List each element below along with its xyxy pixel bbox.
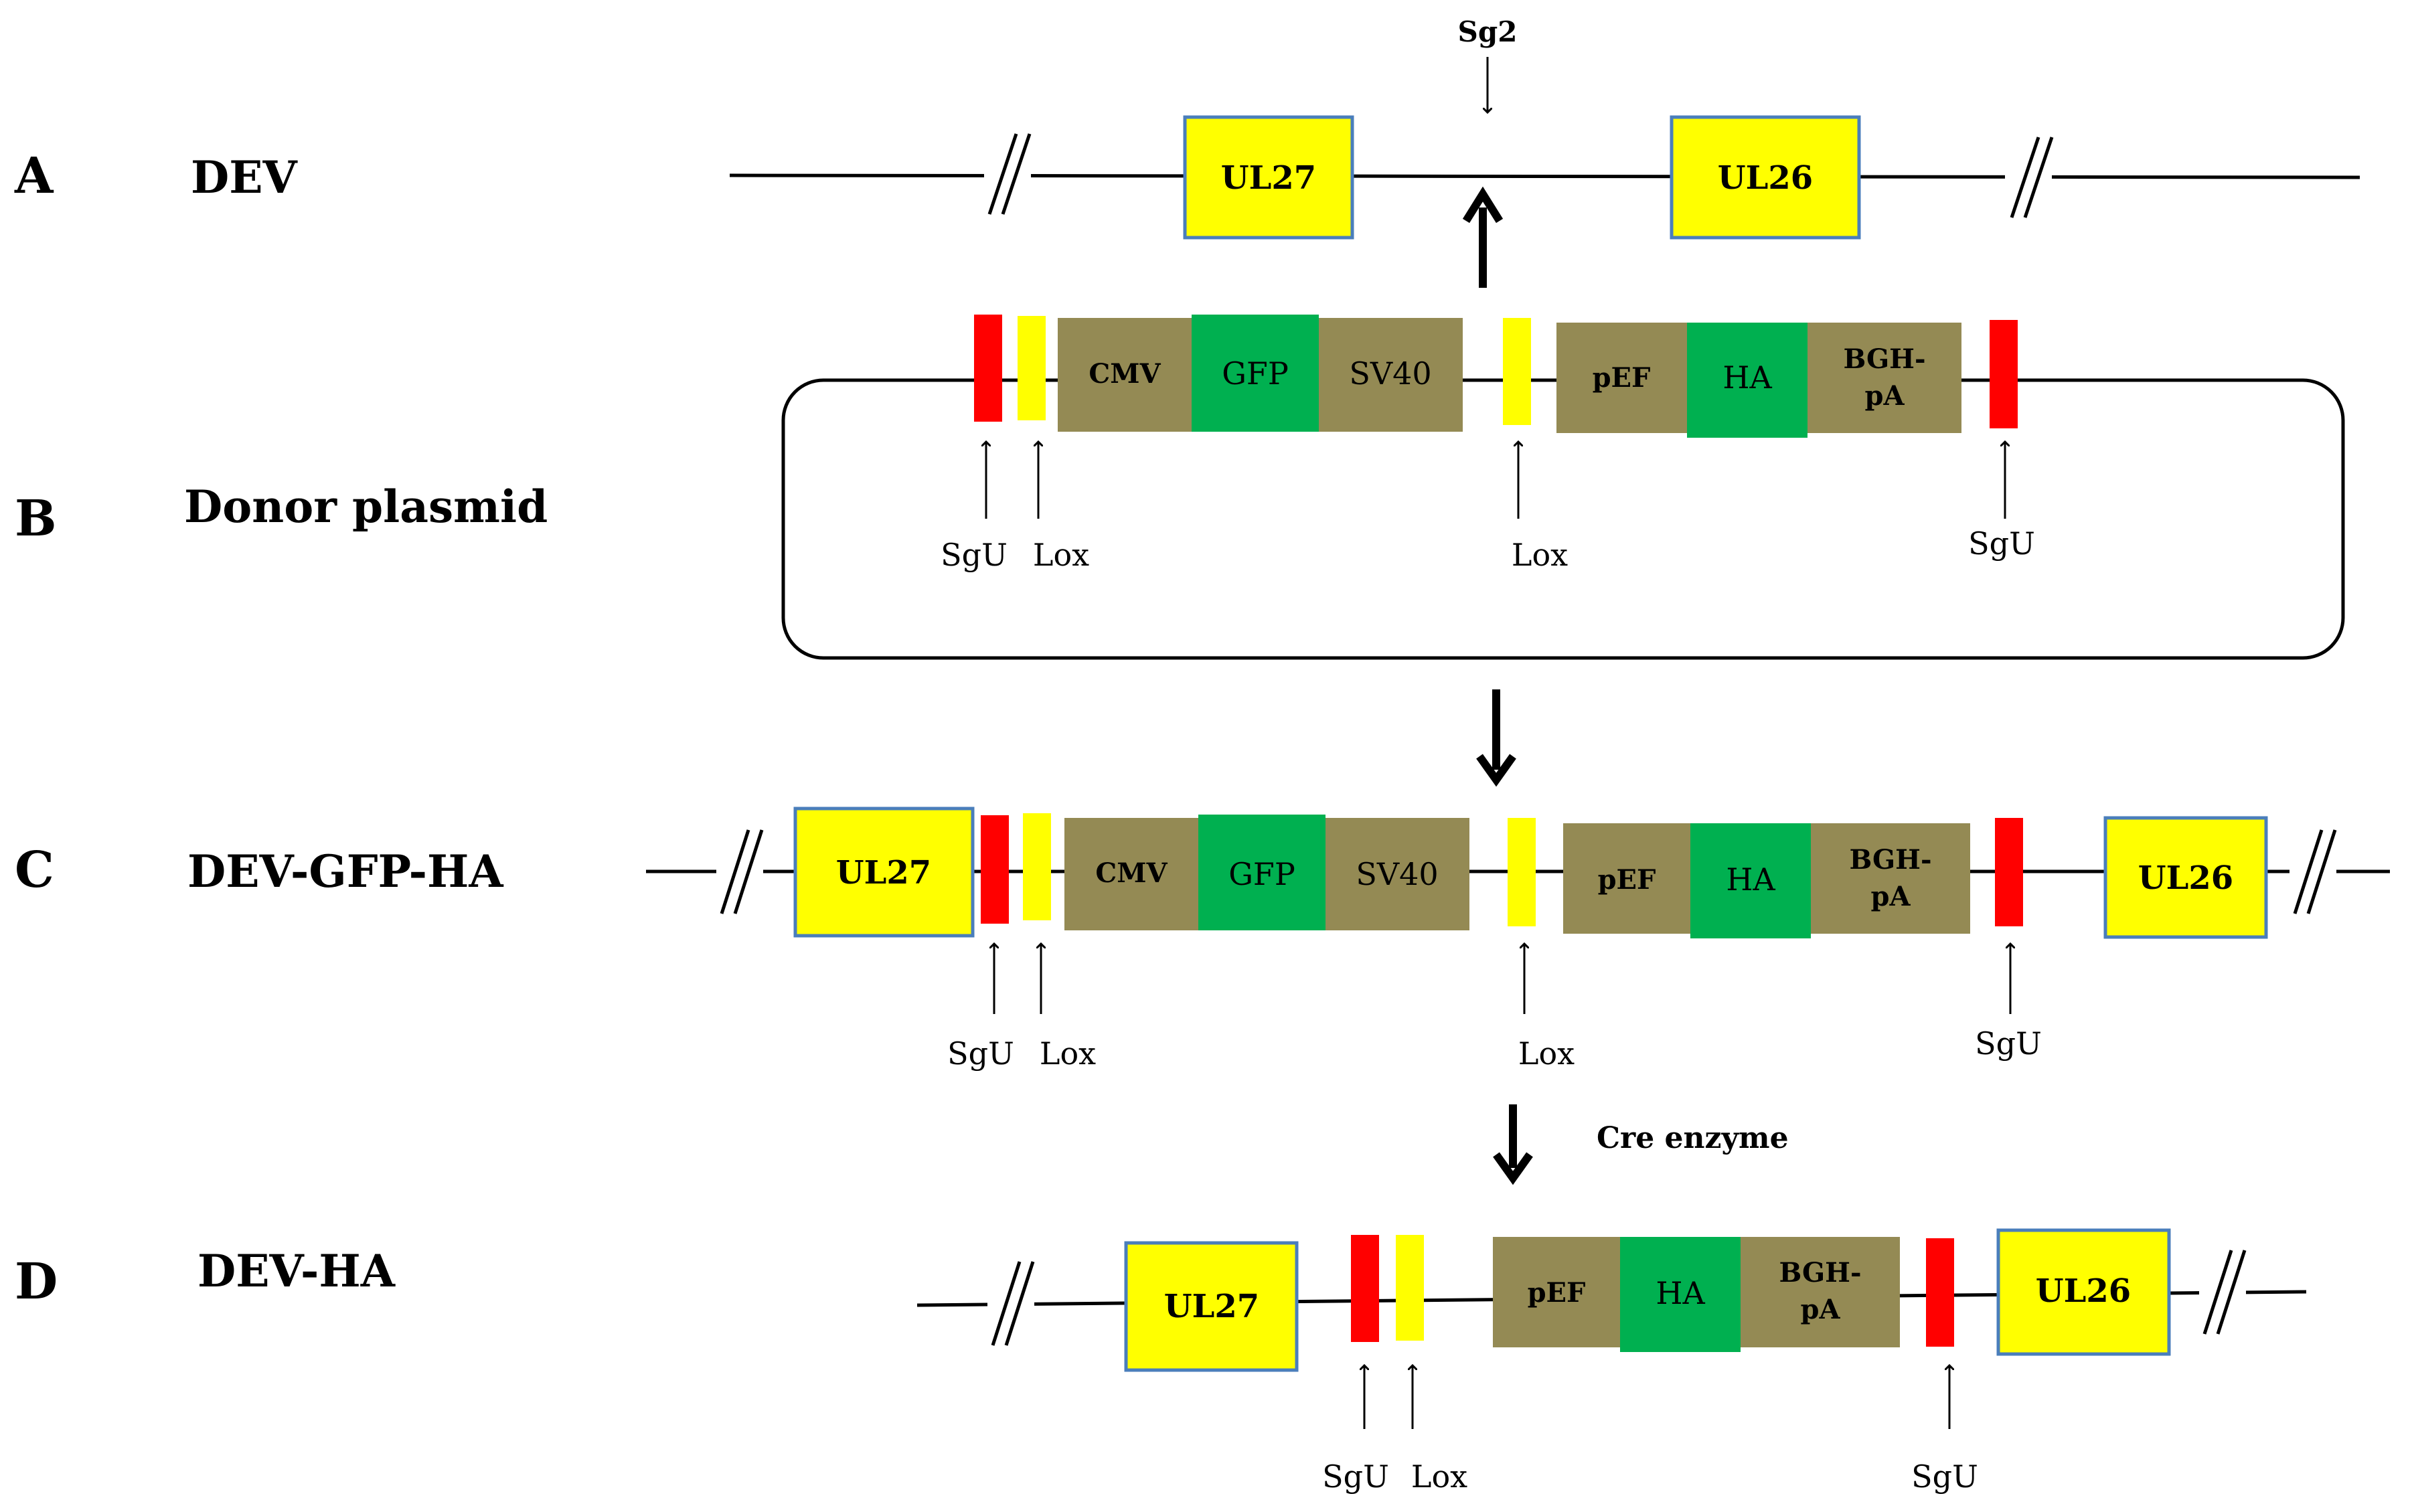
panel-d-ha-label: HA <box>1656 1275 1705 1311</box>
panel-b-letter: B <box>15 490 57 548</box>
panel-b-sgu-site-right <box>1990 320 2018 428</box>
insertion-up-arrow-icon <box>1462 186 1504 288</box>
panel-a-break-mark-left <box>987 133 1032 215</box>
panel-b-cmv-element: CMV <box>1058 318 1192 432</box>
down-arrow-b-to-c-head-icon <box>1476 754 1516 787</box>
panel-d-ul26-label: UL26 <box>2036 1272 2131 1310</box>
panel-a-ul27-label: UL27 <box>1221 159 1316 197</box>
panel-c-gfp-element: GFP <box>1198 815 1326 930</box>
sg2-label: Sg2 <box>1458 15 1518 48</box>
panel-d-name: DEV-HA <box>197 1245 396 1297</box>
panel-b-gfp-element: GFP <box>1192 315 1319 432</box>
panel-b-lox-site-middle <box>1503 318 1531 425</box>
panel-c-ha-label: HA <box>1726 861 1775 898</box>
panel-d-bgh-label-line2: pA <box>1800 1294 1840 1325</box>
panel-b-pef-label: pEF <box>1593 362 1651 394</box>
panel-d-ul26-box: UL26 <box>1996 1228 2171 1356</box>
panel-b-bgh-label-line1: BGH- <box>1843 343 1925 375</box>
panel-d-bgh-pa-element: BGH- pA <box>1741 1237 1900 1347</box>
panel-c-lox-label-middle: Lox <box>1518 1035 1575 1072</box>
panel-c-break-mark-left <box>720 829 764 914</box>
panel-c-pef-label: pEF <box>1598 864 1656 896</box>
panel-d-pef-label: pEF <box>1528 1277 1586 1309</box>
panel-b-lox-site-left <box>1018 316 1046 420</box>
panel-b-gfp-label: GFP <box>1222 355 1289 392</box>
panel-b-lox-label-middle: Lox <box>1512 537 1568 573</box>
panel-c-bgh-pa-element: BGH- pA <box>1811 823 1970 934</box>
panel-d-ha-element: HA <box>1620 1237 1741 1352</box>
panel-d-sgu-site-right <box>1926 1238 1954 1347</box>
panel-c-break-mark-right <box>2293 829 2337 914</box>
down-arrow-c-to-d-head-icon <box>1493 1152 1533 1185</box>
panel-a: A DEV UL27 UL26 Sg2 <box>14 15 2360 240</box>
panel-a-ul27-box: UL27 <box>1183 115 1354 240</box>
panel-b-sv40-element: SV40 <box>1319 318 1463 432</box>
panel-c-ul26-box: UL26 <box>2103 816 2268 939</box>
panel-c-bgh-label-line2: pA <box>1870 881 1911 912</box>
panel-d-lox-label-left: Lox <box>1411 1458 1467 1495</box>
panel-c-lox-site-left <box>1023 813 1051 920</box>
panel-b-ha-label: HA <box>1722 359 1772 396</box>
panel-d-sgu-label-right: SgU <box>1911 1458 1978 1495</box>
panel-c-sv40-label: SV40 <box>1356 856 1438 892</box>
panel-c: C DEV-GFP-HA UL27 CMV GFP SV40 <box>15 807 2390 1072</box>
panel-c-ul26-label: UL26 <box>2138 859 2233 897</box>
panel-b-lox-label-left: Lox <box>1033 537 1089 573</box>
panel-b-sgu-label-left: SgU <box>941 537 1008 573</box>
panel-b-bgh-pa-element: BGH- pA <box>1807 323 1961 433</box>
panel-d-ul27-box: UL27 <box>1124 1241 1299 1372</box>
panel-a-ul26-label: UL26 <box>1718 159 1813 197</box>
panel-a-name: DEV <box>191 151 299 203</box>
panel-d-sgu-label-left: SgU <box>1322 1458 1389 1495</box>
panel-c-cmv-element: CMV <box>1064 818 1198 930</box>
panel-c-sgu-site-left <box>981 815 1009 924</box>
panel-c-sgu-label-right: SgU <box>1975 1025 2042 1062</box>
panel-c-ha-element: HA <box>1690 823 1811 938</box>
panel-b-pef-element: pEF <box>1556 323 1687 433</box>
panel-d: D DEV-HA UL27 pEF HA BGH- <box>15 1228 2307 1495</box>
panel-c-pef-element: pEF <box>1563 823 1690 934</box>
panel-b-cmv-label: CMV <box>1089 358 1161 390</box>
panel-c-sv40-element: SV40 <box>1326 818 1469 930</box>
panel-b-sv40-label: SV40 <box>1349 355 1431 392</box>
panel-d-break-mark-right <box>2202 1250 2247 1335</box>
panel-d-break-mark-left <box>991 1261 1035 1346</box>
panel-c-cmv-label: CMV <box>1095 857 1168 889</box>
panel-d-lox-site-left <box>1396 1235 1424 1341</box>
panel-c-letter: C <box>15 841 54 899</box>
panel-c-gfp-label: GFP <box>1228 856 1295 892</box>
cre-enzyme-label: Cre enzyme <box>1597 1121 1789 1155</box>
panel-b: B Donor plasmid CMV GFP SV40 pEF HA BG <box>15 315 2345 660</box>
panel-b-name: Donor plasmid <box>184 481 548 533</box>
panel-d-pef-element: pEF <box>1493 1237 1620 1347</box>
panel-b-bgh-label-line2: pA <box>1864 380 1905 412</box>
panel-c-ul27-label: UL27 <box>836 854 931 892</box>
panel-a-letter: A <box>14 147 54 205</box>
panel-c-lox-site-middle <box>1508 818 1536 926</box>
panel-a-genome-line <box>729 173 2360 179</box>
panel-b-sgu-site-left <box>974 315 1002 422</box>
panel-c-sgu-site-right <box>1995 818 2023 926</box>
panel-a-ul26-box: UL26 <box>1670 115 1861 240</box>
panel-d-ul27-label: UL27 <box>1164 1288 1259 1325</box>
panel-c-bgh-label-line1: BGH- <box>1849 844 1931 875</box>
panel-c-name: DEV-GFP-HA <box>187 845 503 898</box>
panel-c-sgu-label-left: SgU <box>947 1035 1014 1072</box>
panel-d-letter: D <box>15 1253 58 1311</box>
panel-b-sgu-label-right: SgU <box>1968 525 2035 562</box>
panel-c-lox-label-left: Lox <box>1040 1035 1096 1072</box>
panel-c-ul27-box: UL27 <box>793 807 975 938</box>
panel-b-ha-element: HA <box>1687 323 1807 438</box>
panel-d-sgu-site-left <box>1351 1235 1379 1342</box>
panel-a-break-mark-right <box>2010 137 2054 218</box>
panel-d-bgh-label-line1: BGH- <box>1779 1257 1861 1288</box>
